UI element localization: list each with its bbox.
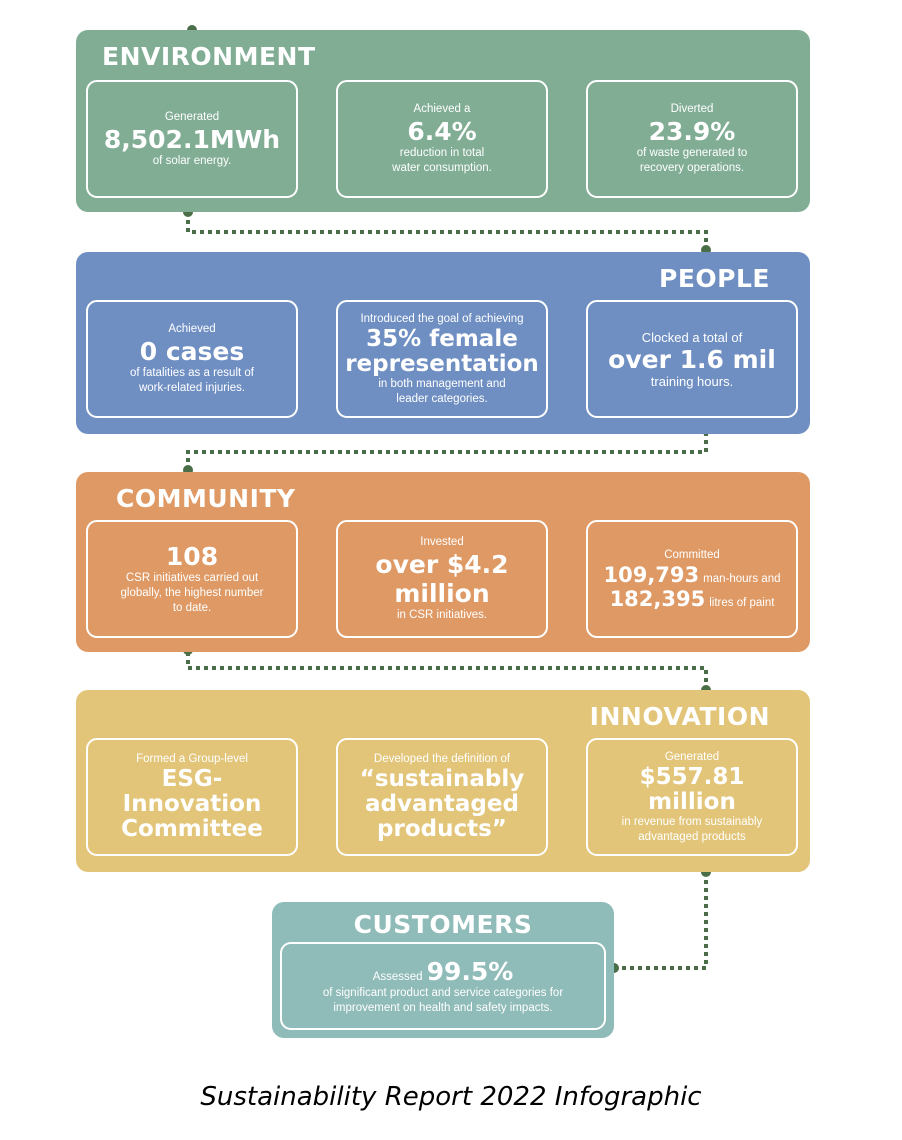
card-label: Generated	[164, 110, 220, 123]
card-label: Committed	[664, 548, 720, 561]
card-value: million	[394, 579, 490, 608]
innovation-title: INNOVATION	[589, 702, 770, 731]
card-label: Invested	[420, 536, 464, 548]
card-desc: in CSR initiatives.	[396, 609, 488, 621]
card-desc: of fatalities as a result of	[129, 367, 254, 379]
card-value: products”	[377, 816, 507, 842]
card-value: 35% female	[366, 325, 518, 352]
innovation-card-revenue: Generated $557.81 million in revenue fro…	[586, 738, 798, 856]
card-desc: of waste generated to	[636, 147, 748, 159]
card-desc: reduction in total	[399, 147, 485, 159]
paint-row: 182,395 litres of paint	[610, 587, 775, 611]
card-value: over $4.2	[375, 550, 509, 579]
card-desc: in both management and	[378, 377, 506, 390]
community-card-invested: Invested over $4.2 million in CSR initia…	[336, 520, 548, 638]
card-desc: water consumption.	[392, 162, 492, 174]
card-desc: litres of paint	[709, 596, 775, 609]
card-value: $557.81 million	[639, 763, 745, 815]
card-desc: of solar energy.	[152, 154, 232, 167]
card-label: Assessed	[372, 970, 423, 983]
card-value: 23.9%	[648, 117, 736, 146]
card-value: 0 cases	[139, 337, 245, 366]
card-label: Clocked a total of	[641, 329, 743, 345]
card-value: Committee	[121, 816, 263, 842]
card-value: 8,502.1MWh	[103, 124, 281, 154]
card-desc: CSR initiatives carried out	[125, 572, 259, 584]
environment-card-solar: Generated 8,502.1MWh of solar energy.	[86, 80, 298, 198]
customers-section: CUSTOMERS Assessed 99.5% of significant …	[272, 902, 614, 1038]
community-card-committed: Committed 109,793 man-hours and 182,395 …	[586, 520, 798, 638]
man-hours-row: 109,793 man-hours and	[603, 563, 780, 587]
people-title: PEOPLE	[659, 264, 770, 293]
card-value: over 1.6 mil	[608, 344, 776, 374]
innovation-card-definition: Developed the definition of “sustainably…	[336, 738, 548, 856]
card-value: representation	[345, 350, 539, 377]
people-card-training: Clocked a total of over 1.6 mil training…	[586, 300, 798, 418]
card-desc: in revenue from sustainably	[621, 815, 763, 828]
environment-section: ENVIRONMENT Generated 8,502.1MWh of sola…	[76, 30, 810, 212]
card-value: 182,395	[609, 586, 706, 611]
people-card-fatalities: Achieved 0 cases of fatalities as a resu…	[86, 300, 298, 418]
card-desc: of significant product and service categ…	[322, 986, 564, 999]
community-title: COMMUNITY	[116, 484, 296, 513]
card-label: Introduced the goal of achieving	[360, 312, 524, 325]
card-desc: to date.	[172, 602, 212, 614]
infographic-caption: Sustainability Report 2022 Infographic	[200, 1082, 702, 1112]
card-value: advantaged	[365, 791, 519, 817]
card-value: ESG-Innovation	[122, 766, 262, 817]
people-card-female-representation: Introduced the goal of achieving 35% fem…	[336, 300, 548, 418]
card-desc: advantaged products	[638, 830, 746, 843]
card-desc: improvement on health and safety impacts…	[333, 1001, 553, 1014]
card-label: Generated	[664, 750, 720, 763]
assessed-row: Assessed 99.5%	[373, 957, 514, 986]
card-value: 6.4%	[407, 117, 477, 146]
customers-title: CUSTOMERS	[353, 910, 533, 939]
people-section: PEOPLE Achieved 0 cases of fatalities as…	[76, 252, 810, 434]
card-desc: training hours.	[650, 373, 734, 389]
environment-title: ENVIRONMENT	[102, 42, 316, 71]
community-section: COMMUNITY 108 CSR initiatives carried ou…	[76, 472, 810, 652]
card-label: Formed a Group-level	[136, 753, 248, 765]
community-card-csr-initiatives: 108 CSR initiatives carried out globally…	[86, 520, 298, 638]
environment-card-water: Achieved a 6.4% reduction in total water…	[336, 80, 548, 198]
card-value: 99.5%	[426, 956, 514, 986]
card-label: Diverted	[670, 103, 714, 115]
card-desc: work-related injuries.	[138, 382, 246, 394]
innovation-card-committee: Formed a Group-level ESG-Innovation Comm…	[86, 738, 298, 856]
card-value: 108	[165, 542, 219, 571]
card-desc: recovery operations.	[639, 162, 745, 174]
customers-card-assessed: Assessed 99.5% of significant product an…	[280, 942, 606, 1030]
card-label: Achieved a	[413, 103, 471, 115]
card-label: Achieved	[168, 323, 216, 335]
card-desc: globally, the highest number	[120, 587, 264, 599]
environment-card-waste: Diverted 23.9% of waste generated to rec…	[586, 80, 798, 198]
card-desc: man-hours and	[703, 572, 781, 585]
innovation-section: INNOVATION Formed a Group-level ESG-Inno…	[76, 690, 810, 872]
card-desc: leader categories.	[396, 392, 488, 405]
card-value: “sustainably	[359, 766, 525, 792]
card-label: Developed the definition of	[373, 753, 511, 765]
card-value: 109,793	[603, 562, 700, 587]
